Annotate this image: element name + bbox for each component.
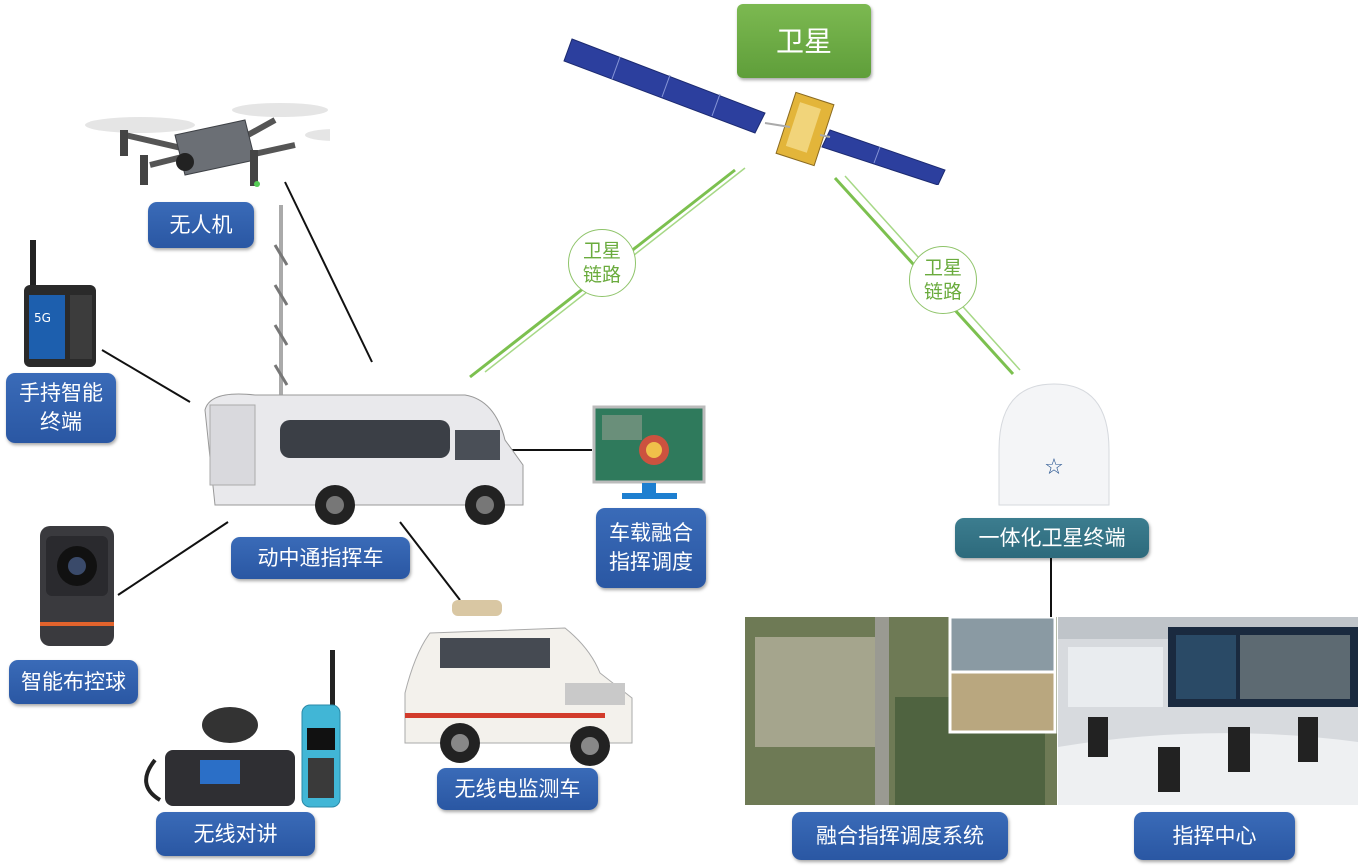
integrated-satellite-terminal-image: ☆ <box>998 383 1110 506</box>
satellite-link-label-left: 卫星 链路 <box>568 229 636 297</box>
handheld-terminal-image: 5G <box>24 240 96 367</box>
satellite-label: 卫星 <box>737 4 871 78</box>
radio-intercom-image <box>144 650 341 808</box>
radio-intercom-label: 无线对讲 <box>156 812 315 856</box>
link-drone-vehicle <box>284 181 373 363</box>
radio-monitoring-vehicle-image <box>404 600 633 766</box>
link-camera-vehicle <box>117 521 229 596</box>
fusion-dispatch-screen-image <box>745 617 1057 805</box>
command-center-image <box>1058 617 1358 805</box>
smart-dome-camera-image <box>40 526 114 646</box>
vehicle-dispatch-label: 车载融合 指挥调度 <box>596 508 706 588</box>
radio-monitoring-vehicle-label: 无线电监测车 <box>437 768 598 810</box>
dispatch-monitor-image <box>592 405 706 499</box>
command-vehicle-image <box>204 205 524 525</box>
command-center-label: 指挥中心 <box>1134 812 1295 860</box>
drone-image <box>85 103 330 187</box>
integrated-satellite-terminal-label: 一体化卫星终端 <box>955 518 1149 558</box>
smart-dome-camera-label: 智能布控球 <box>9 660 138 704</box>
drone-label: 无人机 <box>148 202 254 248</box>
svg-text:☆: ☆ <box>1044 455 1064 480</box>
link-handheld-vehicle <box>101 349 191 403</box>
handheld-terminal-label: 手持智能 终端 <box>6 373 116 443</box>
svg-text:5G: 5G <box>34 311 51 325</box>
link-vehicle-monitoring-car <box>399 521 461 601</box>
command-vehicle-label: 动中通指挥车 <box>231 537 410 579</box>
satellite-link-label-right: 卫星 链路 <box>909 246 977 314</box>
satellite-image <box>563 38 946 185</box>
fusion-dispatch-system-label: 融合指挥调度系统 <box>792 812 1008 860</box>
